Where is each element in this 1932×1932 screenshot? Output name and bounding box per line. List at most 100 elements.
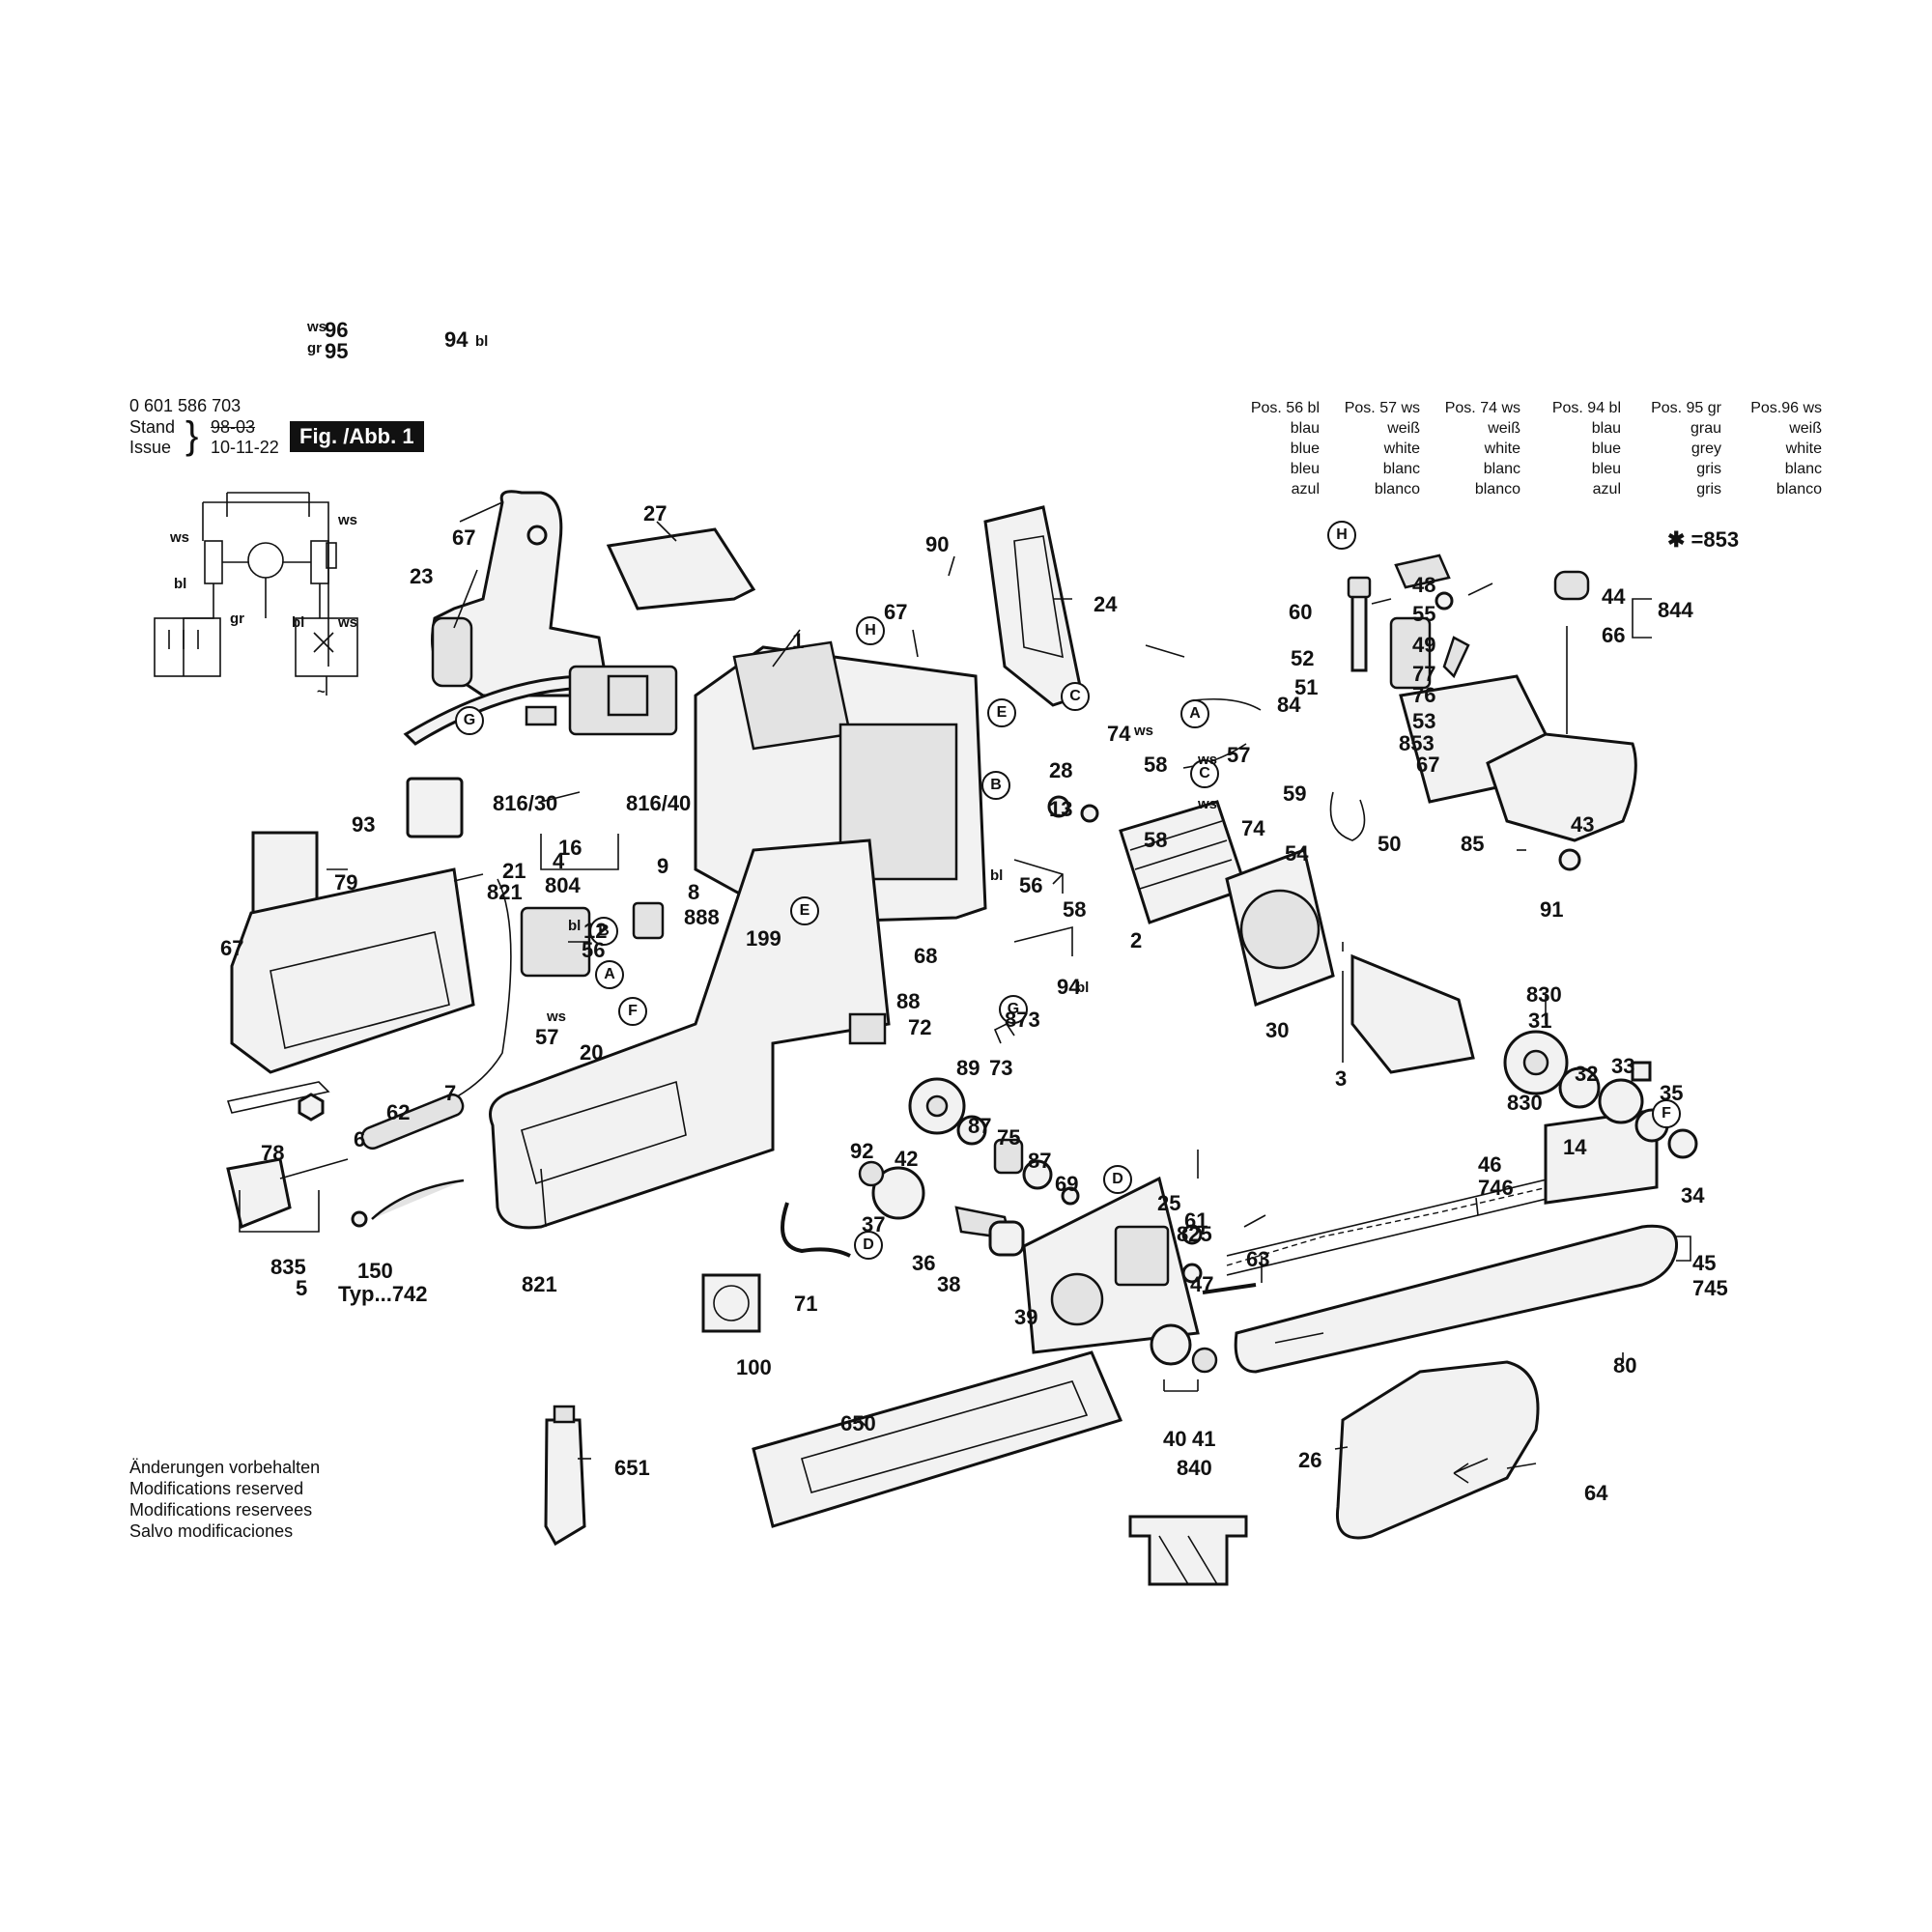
part-number-label: 32 xyxy=(1575,1062,1599,1086)
guide-bar xyxy=(1234,1224,1679,1374)
circle-reference: G xyxy=(999,995,1028,1024)
part-number-label: 6 xyxy=(354,1127,366,1151)
part-number-label: 825 xyxy=(1177,1222,1212,1246)
part-number-label: 63 xyxy=(1246,1247,1270,1271)
circle-reference: C xyxy=(1190,759,1219,788)
color-line: blanc xyxy=(1784,461,1822,477)
field-stator xyxy=(1119,800,1248,924)
part-number-label: 816/40 xyxy=(626,791,692,815)
issue-label: Issue xyxy=(129,438,172,457)
capacitor-icon xyxy=(326,542,337,569)
part-number-label: 51 xyxy=(1294,675,1319,699)
part-number-label: 85 xyxy=(1461,832,1485,856)
side-housing-half xyxy=(230,867,475,1074)
part-number-label: 33 xyxy=(1611,1054,1635,1078)
part-number-label: 91 xyxy=(1540,897,1564,922)
sprocket-hub xyxy=(1050,1272,1104,1326)
color-col: Pos. 95 gr grau grey gris gris xyxy=(1625,398,1721,499)
leader-lines xyxy=(239,501,1691,1469)
circle-reference: H xyxy=(1327,521,1356,550)
part-number-label: 66 xyxy=(1602,623,1626,647)
color-line: white xyxy=(1484,440,1520,457)
part-number-label: 84 xyxy=(1277,693,1301,717)
circle-reference: D xyxy=(1103,1165,1132,1194)
motor-armature-icon xyxy=(247,542,284,579)
part-number-label: 57 xyxy=(535,1025,559,1049)
housing-cylinder xyxy=(732,640,852,751)
color-line: bleu xyxy=(1591,461,1621,477)
part-number-label: 12 xyxy=(583,919,608,943)
color-pos: Pos. 94 bl xyxy=(1551,400,1621,416)
circle-reference: F xyxy=(1652,1099,1681,1128)
color-line: weiß xyxy=(1789,420,1822,437)
color-line: blanco xyxy=(1776,481,1822,497)
footer-notes: Änderungen vorbehalten Modifications res… xyxy=(129,1457,320,1542)
footer-note: Salvo modificaciones xyxy=(129,1521,294,1541)
part-number-label: 53 xyxy=(1412,709,1436,733)
part-number-label: 58 xyxy=(1144,828,1168,852)
terminal-block-icon xyxy=(154,617,221,677)
cable-clamp xyxy=(351,1210,368,1228)
chain-tensioner xyxy=(1114,1225,1170,1287)
part-number-label: 38 xyxy=(937,1272,961,1296)
part-number-label: 100 xyxy=(736,1355,772,1379)
part-number-label: 73 xyxy=(989,1056,1013,1080)
circle-reference: F xyxy=(618,997,647,1026)
part-number-label: 64 xyxy=(1584,1481,1608,1505)
part-number-label: 78 xyxy=(261,1141,285,1165)
part-number-label: 31 xyxy=(1528,1009,1552,1033)
retaining-ring xyxy=(1191,1347,1218,1374)
cable-clip-54 xyxy=(1329,791,1366,841)
part-number-label: 816/30 xyxy=(493,791,558,815)
circle-reference: A xyxy=(1180,699,1209,728)
part-number-label: 87 xyxy=(1028,1149,1052,1173)
grease-tube xyxy=(544,1418,586,1547)
part-number-label: 74 xyxy=(1107,722,1131,746)
circle-reference: E xyxy=(987,698,1016,727)
hand-guard xyxy=(983,505,1084,707)
part-number-label: 27 xyxy=(643,501,668,526)
part-number-label: 3 xyxy=(1335,1066,1348,1091)
color-line: gris xyxy=(1696,461,1721,477)
part-number-label: 5 xyxy=(296,1276,308,1300)
part-number-label: 61 xyxy=(1184,1208,1208,1233)
part-number-label: 35 xyxy=(1660,1081,1684,1105)
part-number-label: 43 xyxy=(1571,812,1595,837)
part-number-label: 745 xyxy=(1692,1276,1728,1300)
part-number-label: 69 xyxy=(1055,1172,1079,1196)
wire-color-label: bl xyxy=(990,867,1004,884)
color-line: weiß xyxy=(1488,420,1520,437)
part-number-label: 79 xyxy=(334,870,358,895)
color-line: weiß xyxy=(1387,420,1420,437)
wire-color-label: ws xyxy=(1198,796,1218,812)
part-number-label: 23 xyxy=(410,564,434,588)
spring-75 xyxy=(993,1138,1024,1175)
wire-74 xyxy=(1182,743,1247,769)
part-number-label: 72 xyxy=(908,1015,932,1039)
circle-reference: B xyxy=(589,917,618,946)
figure-tag: Fig. /Abb. 1 xyxy=(290,421,424,452)
lever-77 xyxy=(1442,636,1470,679)
color-line: white xyxy=(1785,440,1822,457)
part-number-label: 650 xyxy=(840,1411,876,1435)
part-number-label: 24 xyxy=(1094,592,1118,616)
tube-cap xyxy=(553,1405,576,1424)
color-pos: Pos. 56 bl xyxy=(1250,400,1320,416)
part-number-label: 830 xyxy=(1526,982,1562,1007)
wire-color-label: bl xyxy=(1076,980,1090,996)
color-line: blue xyxy=(1290,440,1320,457)
part-number-label: 77 xyxy=(1412,662,1436,686)
star-legend: ✱ =853 xyxy=(1667,527,1740,552)
part-number-label: 54 xyxy=(1285,841,1309,866)
wiring-label: bl xyxy=(292,614,305,631)
color-line: blanc xyxy=(1382,461,1420,477)
color-line: grey xyxy=(1690,440,1721,457)
gear-36 xyxy=(871,1166,925,1220)
color-pos: Pos.96 ws xyxy=(1750,400,1822,416)
cable-150 xyxy=(371,1179,465,1220)
wiring-schematic xyxy=(154,492,358,696)
wiring-label: gr xyxy=(230,611,244,627)
hex-nut-icon xyxy=(298,1093,325,1122)
carbon-brush-left xyxy=(525,705,557,726)
part-number-label: 36 xyxy=(912,1251,936,1275)
